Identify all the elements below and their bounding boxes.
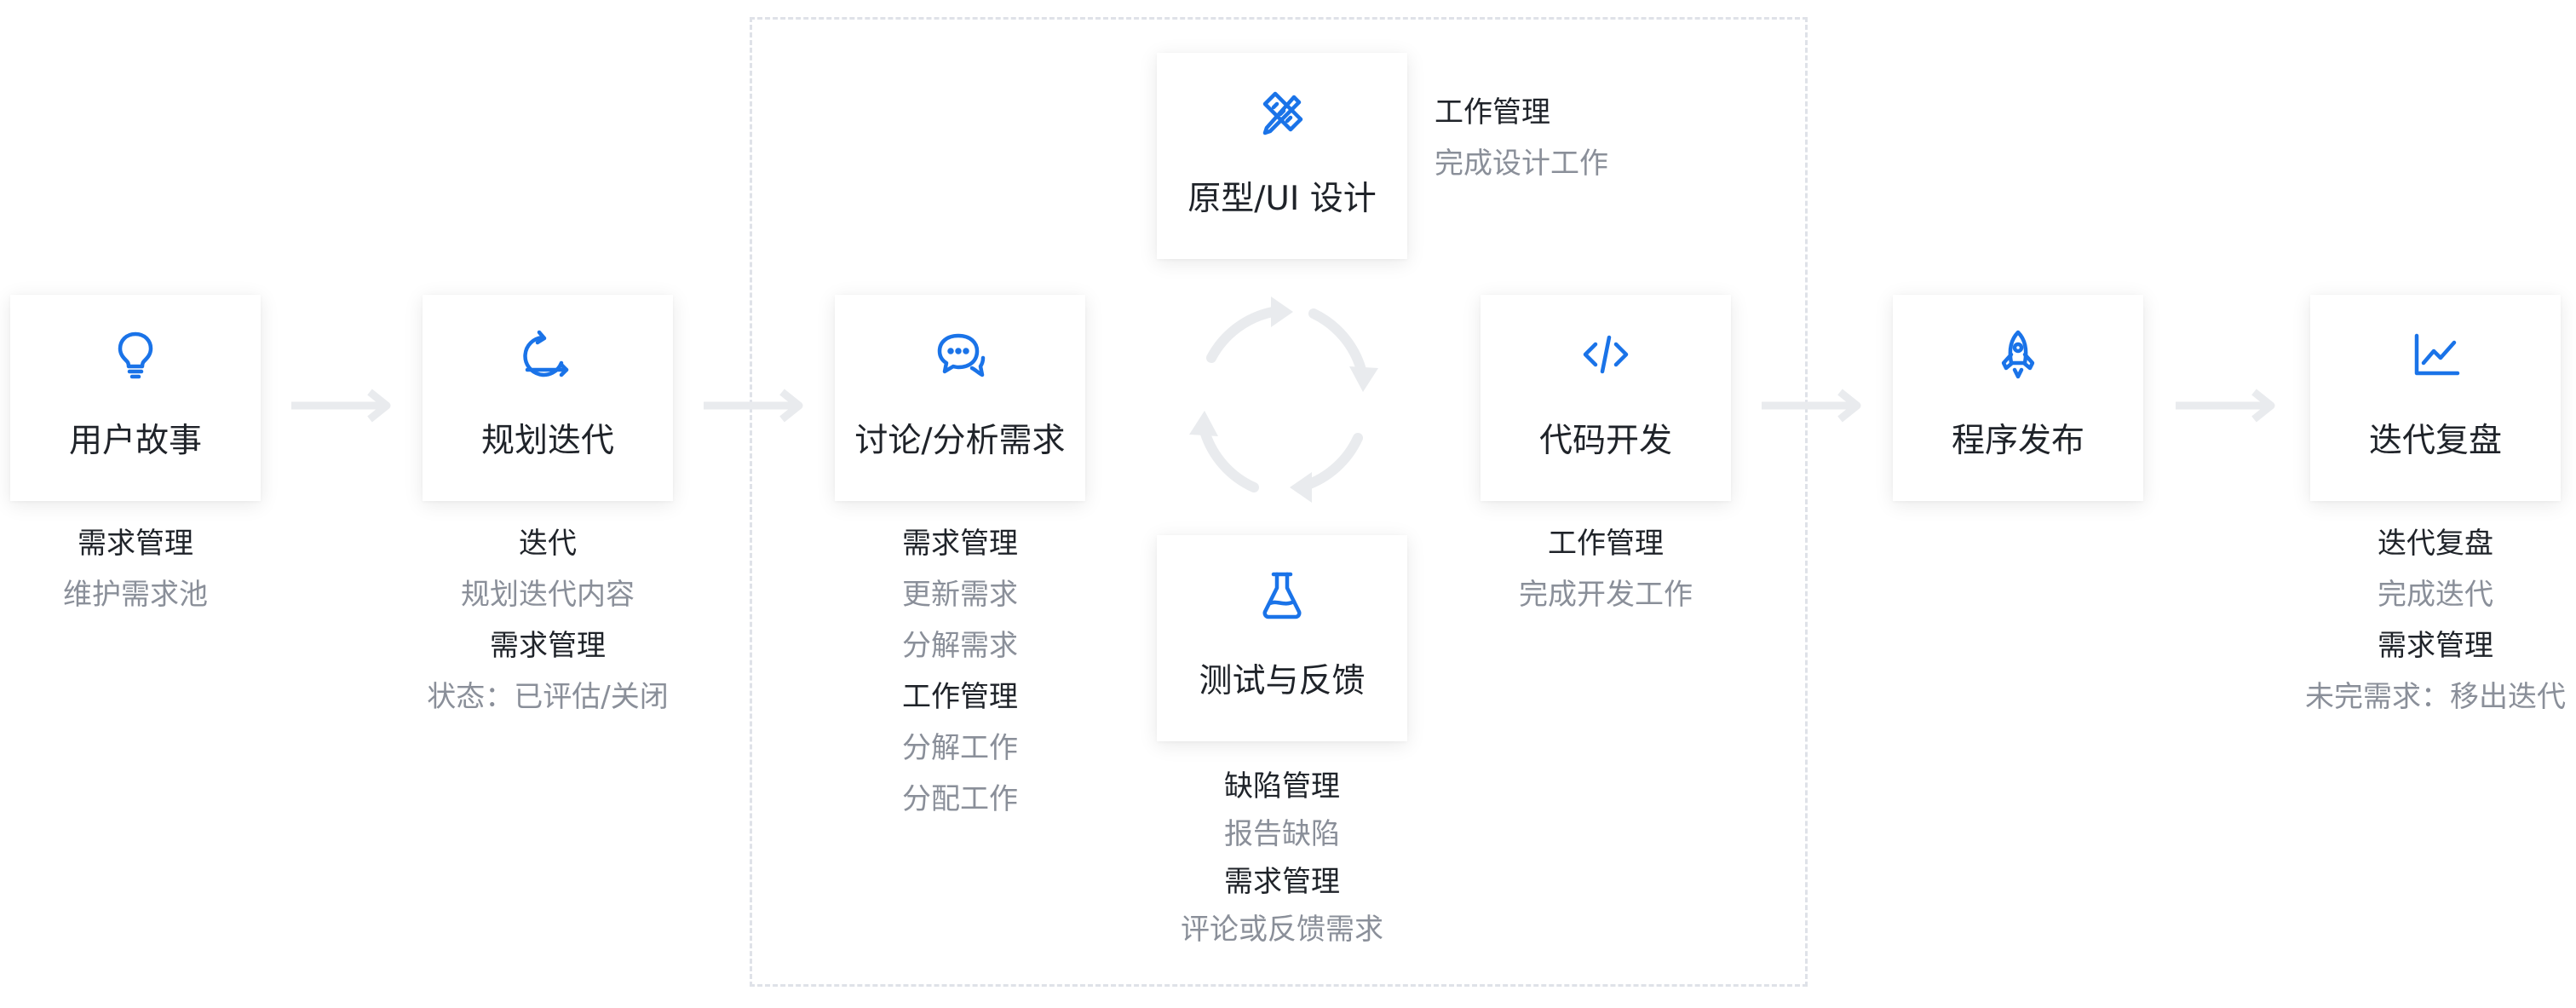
note-heading: 需求管理: [902, 527, 1018, 561]
note-heading: 需求管理: [490, 629, 606, 663]
connector-arrow-1: [291, 389, 397, 423]
stage-label: 程序发布: [1951, 422, 2084, 460]
note-detail: 规划迭代内容: [461, 578, 635, 612]
note-heading: 缺陷管理: [1224, 769, 1340, 804]
note-detail: 状态：已评估/关闭: [427, 680, 669, 714]
note-heading: 工作管理: [1548, 527, 1664, 561]
note-heading: 需求管理: [78, 527, 193, 561]
note-heading: 迭代: [519, 527, 577, 561]
rocket-icon: [1992, 329, 2044, 380]
note-heading: 工作管理: [1435, 95, 1550, 130]
stage-card-iteration-plan: 规划迭代: [423, 295, 673, 501]
stage-card-release: 程序发布: [1893, 295, 2143, 501]
note-detail: 分配工作: [902, 782, 1018, 816]
iteration-loop-frame: [750, 17, 1808, 987]
note-detail: 完成开发工作: [1519, 578, 1693, 612]
stage-label: 迭代复盘: [2368, 422, 2502, 460]
note-heading: 迭代复盘: [2378, 527, 2493, 561]
flask-icon: [1256, 569, 1308, 620]
notes-prototype: 工作管理 完成设计工作: [1435, 87, 1608, 189]
notes-test: 缺陷管理 报告缺陷 需求管理 评论或反馈需求: [1103, 763, 1461, 953]
stage-card-code: 代码开发: [1481, 295, 1731, 501]
connector-arrow-2: [704, 389, 809, 423]
note-heading: 需求管理: [2378, 629, 2493, 663]
note-heading: 工作管理: [902, 680, 1018, 714]
line-chart-icon: [2410, 329, 2461, 380]
stage-card-review: 迭代复盘: [2310, 295, 2561, 501]
chat-bubble-icon: [934, 329, 986, 380]
note-detail: 分解工作: [902, 731, 1018, 765]
note-detail: 完成设计工作: [1435, 147, 1608, 181]
refresh-cycle-icon: [522, 329, 573, 380]
stage-label: 原型/UI 设计: [1187, 180, 1377, 218]
note-heading: 需求管理: [1224, 865, 1340, 899]
stage-card-discuss: 讨论/分析需求: [835, 295, 1085, 501]
note-detail: 分解需求: [902, 629, 1018, 663]
cycle-arrows-icon: [1169, 285, 1399, 520]
notes-iteration-plan: 迭代 规划迭代内容 需求管理 状态：已评估/关闭: [369, 518, 727, 723]
pencil-ruler-icon: [1256, 87, 1308, 138]
connector-arrow-3: [1762, 389, 1867, 423]
stage-label: 测试与反馈: [1199, 662, 1366, 700]
note-detail: 未完需求：移出迭代: [2305, 680, 2566, 714]
notes-review: 迭代复盘 完成迭代 需求管理 未完需求：移出迭代: [2257, 518, 2576, 723]
stage-label: 规划迭代: [480, 422, 614, 460]
stage-label: 代码开发: [1538, 422, 1672, 460]
notes-user-story: 需求管理 维护需求池: [0, 518, 314, 620]
stage-card-test: 测试与反馈: [1157, 535, 1407, 741]
connector-arrow-4: [2176, 389, 2281, 423]
stage-card-user-story: 用户故事: [10, 295, 261, 501]
notes-code: 工作管理 完成开发工作: [1427, 518, 1785, 620]
stage-label: 用户故事: [68, 422, 202, 460]
stage-card-prototype: 原型/UI 设计: [1157, 53, 1407, 259]
note-detail: 维护需求池: [63, 578, 208, 612]
stage-label: 讨论/分析需求: [854, 422, 1066, 460]
notes-discuss: 需求管理 更新需求 分解需求 工作管理 分解工作 分配工作: [781, 518, 1139, 825]
note-detail: 更新需求: [902, 578, 1018, 612]
lightbulb-icon: [110, 329, 161, 380]
note-detail: 报告缺陷: [1224, 817, 1340, 851]
note-detail: 完成迭代: [2378, 578, 2493, 612]
code-icon: [1580, 329, 1631, 380]
note-detail: 评论或反馈需求: [1181, 913, 1383, 947]
